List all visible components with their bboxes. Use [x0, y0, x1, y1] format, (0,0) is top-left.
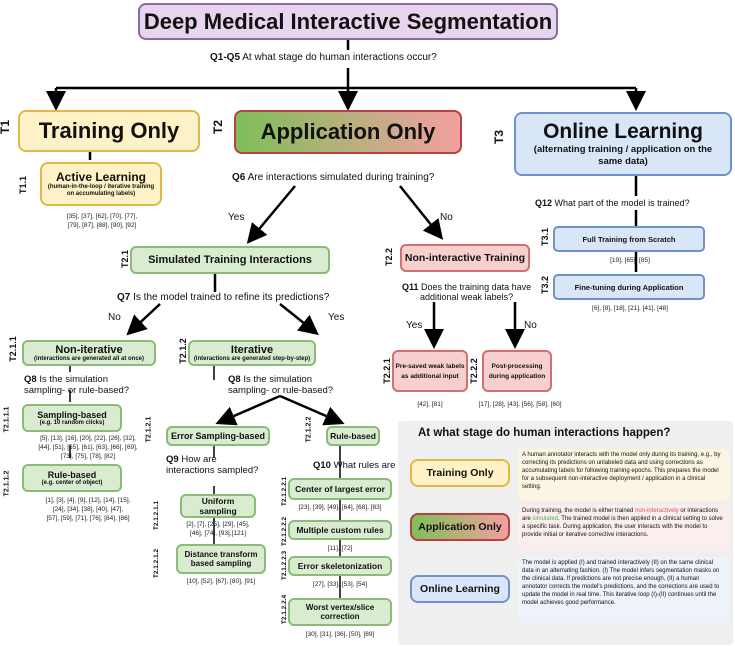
- fine-tuning-box: Fine-tuning during Application: [553, 274, 705, 300]
- question-q7: Q7 Is the model trained to refine its pr…: [117, 292, 330, 303]
- refs-t3-1: [19], [65], [85]: [610, 257, 650, 264]
- question-q9: Q9 How are interactions sampled?: [166, 454, 259, 476]
- refs-t2-1-1-2: [1], [3], [4], [9], [12], [14], [15], [2…: [45, 497, 131, 522]
- tier-id-t2-2: T2.2: [384, 247, 395, 267]
- refs-t2-1-2-2-3: [27], [33], [53], [54]: [312, 581, 368, 588]
- diagram-title-box: Deep Medical Interactive Segmentation: [138, 3, 558, 40]
- tier-id-t2-1-2-1-2: T2.1.2.1.2: [153, 548, 161, 579]
- refs-t2-1-2-1-2: [10], [52], [67], [80], [91]: [186, 578, 256, 585]
- answer-yes-q11: Yes: [406, 320, 423, 331]
- legend-application-only-desc: During training, the model is either tra…: [518, 505, 730, 551]
- question-q8-iterative: Q8 Is the simulation sampling- or rule-b…: [228, 374, 334, 396]
- error-skeletonization-box: Error skeletonization: [288, 556, 392, 576]
- tier-id-t2-2-1: T2.2.1: [381, 358, 392, 384]
- tier-id-t2-1-2-1: T2.1.2.1: [145, 416, 153, 443]
- question-q6: Q6 Are interactions simulated during tra…: [232, 172, 435, 183]
- question-q10: Q10 What rules are used?: [313, 460, 424, 471]
- tier-id-t2-1-1-1: T2.1.1.1: [3, 406, 11, 433]
- diagram-title: Deep Medical Interactive Segmentation: [143, 8, 553, 34]
- tier-id-t2-1: T2.1: [120, 249, 131, 269]
- post-processing-box: Post-processing during application: [482, 350, 552, 392]
- legend-online-learning: Online Learning: [410, 575, 510, 603]
- question-q11: Q11 Does the training data have addition…: [402, 282, 532, 302]
- non-interactive-training-box: Non-interactive Training: [400, 244, 530, 272]
- rule-based-box-iterative: Rule-based: [326, 426, 380, 446]
- tier-id-t3: T3: [492, 129, 507, 145]
- tier-id-t2-1-2-1-1: T2.1.2.1.1: [153, 500, 161, 531]
- application-only-box: Application Only: [234, 110, 462, 154]
- tier-id-t2-2-2: T2.2.2: [468, 358, 479, 384]
- legend-training-only-desc: A human annotator interacts with the mod…: [518, 449, 730, 501]
- uniform-sampling-box: Uniform sampling: [180, 494, 256, 518]
- error-sampling-box: Error Sampling-based: [166, 426, 270, 446]
- tier-id-t3-2: T3.2: [540, 275, 551, 295]
- question-q12: Q12 What part of the model is trained?: [535, 198, 690, 208]
- full-training-box: Full Training from Scratch: [553, 226, 705, 252]
- legend-training-only: Training Only: [410, 459, 510, 487]
- tier-id-t2-1-1-2: T2.1.1.2: [3, 470, 11, 497]
- tier-id-t2: T2: [211, 119, 226, 135]
- legend-heading: At what stage do human interactions happ…: [418, 427, 671, 439]
- multiple-custom-rules-box: Multiple custom rules: [288, 520, 392, 540]
- refs-t2-1-2-1-1: [2], [7], [25], [29], [45], [46], [74], …: [186, 521, 250, 537]
- answer-yes-q6: Yes: [228, 212, 245, 223]
- answer-no-q11: No: [524, 320, 537, 331]
- refs-t1-1: [35], [37], [62], [70], [77], [79], [87]…: [66, 213, 138, 229]
- refs-t2-1-2-2-2: [11], [72]: [327, 545, 353, 552]
- legend-panel: At what stage do human interactions happ…: [398, 421, 733, 645]
- refs-t3-2: [6], [8], [18], [21], [41], [48]: [592, 305, 668, 312]
- refs-t2-1-2-2-4: [30], [31], [36], [50], [89]: [305, 631, 375, 638]
- question-q8-noniterative: Q8 Is the simulation sampling- or rule-b…: [24, 374, 130, 396]
- tier-id-t2-1-2-2: T2.1.2.2: [305, 416, 313, 443]
- rule-based-box-noniterative: Rule-based (e.g. center of object): [22, 464, 122, 492]
- iterative-box: Iterative (interactions are generated st…: [188, 340, 316, 366]
- tier-id-t1: T1: [0, 119, 13, 135]
- refs-t2-2-1: [42], [81]: [417, 401, 443, 408]
- worst-vertex-box: Worst vertex/slice correction: [288, 598, 392, 626]
- answer-yes-q7: Yes: [328, 312, 345, 323]
- non-iterative-box: Non-iterative (interactions are generate…: [22, 340, 156, 366]
- refs-t2-2-2: [17], [28], [43], [56], [58], [60]: [478, 401, 562, 408]
- refs-t2-1-2-2-1: [23], [39], [49], [64], [68], [83]: [298, 504, 382, 511]
- tier-id-t2-1-1: T2.1.1: [7, 336, 18, 362]
- simulated-training-box: Simulated Training Interactions: [130, 246, 330, 274]
- online-learning-box: Online Learning (alternating training / …: [514, 112, 732, 176]
- refs-t2-1-1-1: [5], [13], [16], [20], [22], [26], [32],…: [38, 435, 138, 460]
- sampling-based-box: Sampling-based (e.g. 10 random clicks): [22, 404, 122, 432]
- training-only-box: Training Only: [18, 110, 200, 152]
- tier-id-t3-1: T3.1: [540, 227, 551, 247]
- legend-application-only: Application Only: [410, 513, 510, 541]
- tier-id-t1-1: T1.1: [18, 175, 29, 195]
- tier-id-t2-1-2: T2.1.2: [177, 338, 188, 364]
- legend-online-learning-desc: The model is applied (I) and trained int…: [518, 557, 730, 623]
- answer-no-q6: No: [440, 212, 453, 223]
- presaved-weak-labels-box: Pre-saved weak labels as additional inpu…: [392, 350, 468, 392]
- center-largest-error-box: Center of largest error: [288, 478, 392, 500]
- distance-transform-box: Distance transform based sampling: [176, 544, 266, 574]
- question-q1: Q1-Q5 At what stage do human interaction…: [210, 52, 437, 63]
- active-learning-box: Active Learning (human-in-the-loop / ite…: [40, 162, 162, 206]
- answer-no-q7: No: [108, 312, 121, 323]
